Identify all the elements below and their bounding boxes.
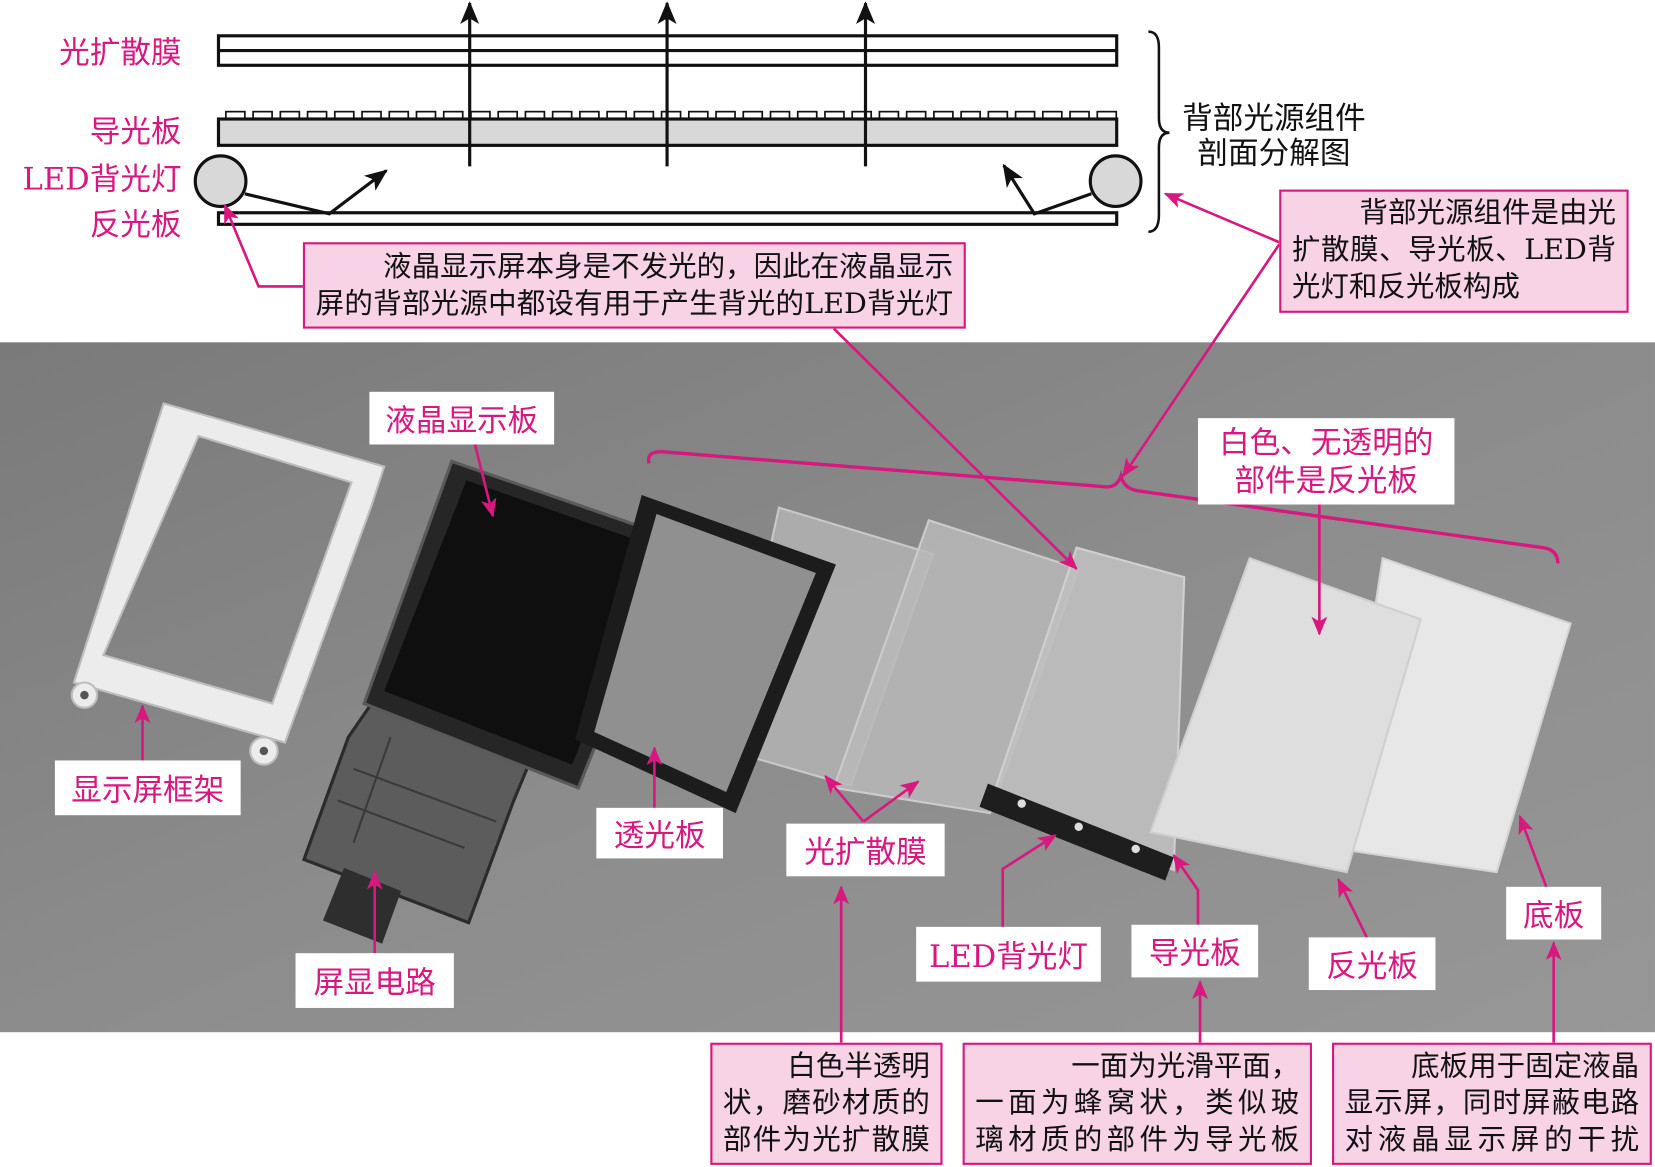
note-line: 屏的背部光源中都设有用于产生背光的LED背光灯 bbox=[315, 287, 954, 321]
label-diffusion-film-layer: 光扩散膜 bbox=[59, 34, 182, 71]
tag-reflector-note: 白色、无透明的 部件是反光板 bbox=[1197, 418, 1455, 505]
leader-diffusion-film bbox=[862, 780, 920, 823]
callout-line: 璃材质的部件为导光板 bbox=[975, 1123, 1300, 1157]
tag-lcd-panel: 液晶显示板 bbox=[369, 391, 555, 445]
tag-diffusion-film: 光扩散膜 bbox=[786, 823, 945, 877]
note-line: 液晶显示屏本身是不发光的，因此在液晶显示 bbox=[383, 250, 954, 284]
led-right bbox=[1088, 154, 1143, 209]
callout-line: 部件为光扩散膜 bbox=[723, 1123, 930, 1157]
assembly-brace bbox=[1148, 30, 1170, 233]
reflected-ray-arrow-right bbox=[1002, 163, 1092, 216]
tag-reflector: 反光板 bbox=[1308, 937, 1436, 991]
tag-led-backlight: LED背光灯 bbox=[916, 926, 1101, 982]
callout-line: 一面为光滑平面， bbox=[1071, 1050, 1300, 1083]
led-chip bbox=[1131, 844, 1140, 854]
callout-line: 白色半透明 bbox=[787, 1050, 930, 1083]
callout-line: 显示屏，同时屏蔽电路 bbox=[1344, 1086, 1640, 1120]
backlight-group-brace bbox=[646, 450, 1560, 564]
leader-base-plate bbox=[1518, 814, 1548, 888]
led-strip bbox=[979, 783, 1174, 881]
leader-led-note bbox=[223, 203, 303, 288]
note-led: 液晶显示屏本身是不发光的，因此在液晶显示 屏的背部光源中都设有用于产生背光的LE… bbox=[302, 242, 966, 329]
display-frame-shape bbox=[72, 402, 386, 744]
transparent-plate-window bbox=[594, 513, 816, 793]
note-composition: 背部光源组件是由光 扩散膜、导光板、LED背 光灯和反光板构成 bbox=[1279, 189, 1629, 313]
led-chip bbox=[1017, 799, 1026, 808]
label-light-guide-layer: 导光板 bbox=[89, 113, 182, 150]
reflected-ray-arrow-left bbox=[244, 169, 388, 216]
assembly-subtitle-line: 剖面分解图 bbox=[1197, 134, 1351, 171]
tag-line: 白色、无透明的 bbox=[1219, 424, 1434, 461]
leader-composition-to-photo bbox=[1121, 243, 1281, 478]
leader-lcd-panel bbox=[473, 444, 497, 518]
diffusion-film-sheet bbox=[832, 518, 1081, 815]
callout-line: 对液晶显示屏的干扰 bbox=[1344, 1123, 1640, 1157]
reflector-layer bbox=[216, 211, 1119, 226]
tag-transparent-plate: 透光板 bbox=[596, 807, 724, 859]
leader-light-guide bbox=[1172, 853, 1200, 925]
assembly-title-line: 背部光源组件 bbox=[1182, 100, 1366, 136]
reflector-sheet bbox=[1149, 556, 1422, 874]
note-line: 背部光源组件是由光 bbox=[1359, 196, 1616, 230]
cross-section-diagram bbox=[193, 1, 1170, 233]
pink-leader-lines bbox=[134, 192, 1562, 1043]
note-line: 扩散膜、导光板、LED背 bbox=[1291, 233, 1616, 267]
led-left bbox=[193, 154, 248, 209]
leader-led-note-to-photo bbox=[832, 327, 1078, 570]
leader-led-backlight bbox=[1001, 834, 1057, 927]
tag-display-circuit: 屏显电路 bbox=[295, 953, 454, 1008]
note-line: 光灯和反光板构成 bbox=[1291, 270, 1520, 304]
callout-diffusion-film: 白色半透明 状，磨砂材质的 部件为光扩散膜 bbox=[710, 1042, 943, 1165]
frame-mount-hole bbox=[80, 690, 89, 700]
leader-composition-to-brace bbox=[1163, 192, 1280, 244]
tag-base-plate: 底板 bbox=[1506, 886, 1602, 940]
callout-light-guide: 一面为光滑平面， 一面为蜂窝状，类似玻 璃材质的部件为导光板 bbox=[962, 1042, 1312, 1165]
led-chip bbox=[1074, 822, 1083, 832]
leader-reflector bbox=[1337, 878, 1369, 938]
callout-line: 底板用于固定液晶 bbox=[1411, 1050, 1640, 1083]
frame-mount-hole bbox=[259, 746, 269, 756]
callout-base-plate: 底板用于固定液晶 显示屏，同时屏蔽电路 对液晶显示屏的干扰 bbox=[1332, 1042, 1652, 1165]
label-led-backlight-layer: LED背光灯 bbox=[22, 161, 182, 197]
label-reflector-layer: 反光板 bbox=[89, 206, 182, 243]
callout-line: 状，磨砂材质的 bbox=[723, 1086, 930, 1120]
callout-line: 一面为蜂窝状，类似玻 bbox=[975, 1086, 1300, 1120]
circuit-traces bbox=[337, 736, 497, 849]
tag-display-frame: 显示屏框架 bbox=[54, 760, 241, 816]
tag-line: 部件是反光板 bbox=[1234, 462, 1419, 499]
tag-light-guide: 导光板 bbox=[1131, 924, 1259, 978]
leader-diffusion-film bbox=[824, 775, 865, 823]
